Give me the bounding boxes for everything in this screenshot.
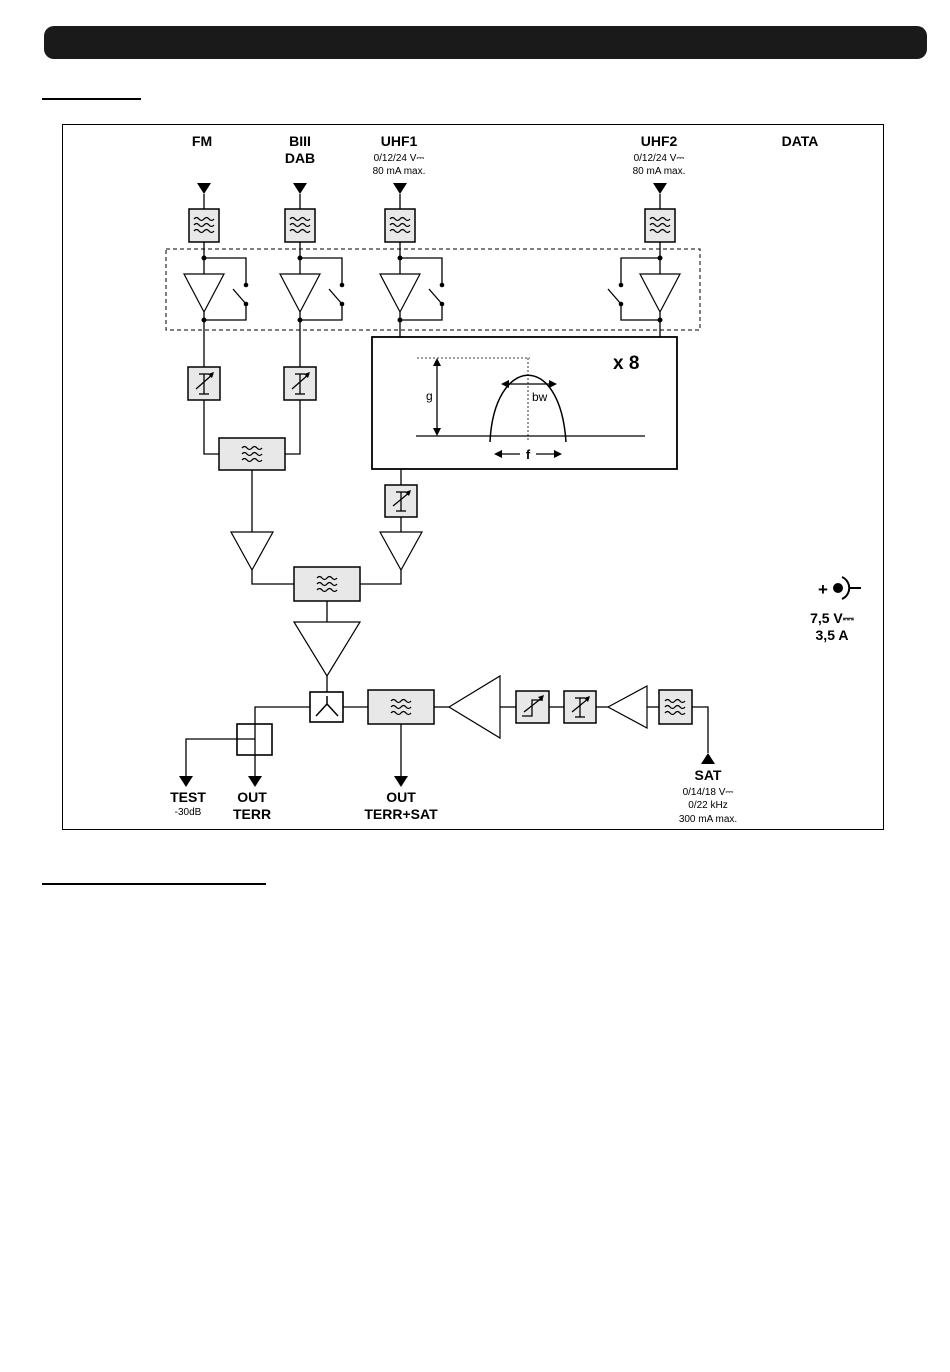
input-label-dab: DAB [285, 150, 315, 166]
preamp-biii [280, 242, 344, 367]
uhf1-current: 80 mA max. [373, 166, 426, 177]
amplifier-icon [380, 274, 420, 312]
antenna-icon [653, 183, 667, 194]
sat-attenuator [564, 691, 596, 723]
sat-input-icon [701, 753, 715, 764]
output-label-terr-sat: TERR+SAT [364, 806, 438, 822]
antenna-icon [197, 183, 211, 194]
uhf2-voltage: 0/12/24 V⎓ [634, 153, 685, 164]
terr-sat-output-icon [394, 776, 408, 787]
preamp-uhf1 [380, 242, 444, 337]
attenuator-biii [284, 367, 316, 400]
attenuator-fm [188, 367, 220, 400]
svg-text:+: + [818, 580, 828, 599]
preamp-fm [184, 242, 248, 367]
sat-label: SAT [695, 767, 722, 783]
uhf2-current: 80 mA max. [633, 166, 686, 177]
attenuator-uhf [385, 485, 417, 517]
switch-icon [329, 289, 342, 304]
programmable-filter-panel: x 8 g bw f [372, 337, 677, 469]
output-label-test: TEST [170, 789, 206, 805]
switch-icon [429, 289, 442, 304]
input-label-data: DATA [782, 133, 819, 149]
input-label-biii: BIII [289, 133, 311, 149]
input-label-uhf2: UHF2 [641, 133, 678, 149]
uhf1-voltage: 0/12/24 V⎓ [374, 153, 425, 164]
power-current: 3,5 A [816, 627, 849, 643]
switch-icon [608, 289, 621, 304]
output-amplifier [294, 622, 360, 676]
terr-output-icon [248, 776, 262, 787]
amplifier-vhf [231, 532, 273, 570]
preamp-uhf2 [608, 242, 680, 337]
test-output-icon [179, 776, 193, 787]
amplifier-icon [184, 274, 224, 312]
output-label-out-2: OUT [386, 789, 416, 805]
test-level: -30dB [175, 807, 202, 818]
input-label-fm: FM [192, 133, 212, 149]
input-label-uhf1: UHF1 [381, 133, 418, 149]
sat-current: 300 mA max. [679, 814, 737, 825]
dc-jack-icon: + [818, 577, 861, 599]
sat-slope-equalizer [516, 691, 549, 723]
amplifier-icon [640, 274, 680, 312]
frequency-label: f [526, 447, 531, 462]
output-label-terr: TERR [233, 806, 271, 822]
sat-input-amplifier [608, 686, 647, 728]
antenna-icon [293, 183, 307, 194]
antenna-icon [393, 183, 407, 194]
output-label-out: OUT [237, 789, 267, 805]
switch-icon [233, 289, 246, 304]
power-voltage: 7,5 V⎓ [810, 610, 855, 626]
gain-label: g [426, 389, 433, 403]
amplifier-icon [280, 274, 320, 312]
input-chain-biii [285, 183, 315, 242]
input-chain-fm [189, 183, 219, 242]
amplifier-uhf [380, 532, 422, 570]
input-chain-uhf1 [385, 183, 415, 242]
input-chain-uhf2 [645, 183, 675, 242]
sat-tone: 0/22 kHz [688, 800, 727, 811]
filter-multiplier: x 8 [613, 353, 639, 374]
sat-output-amplifier [449, 676, 500, 738]
bandwidth-label: bw [532, 390, 548, 404]
sat-voltage: 0/14/18 V⎓ [683, 787, 734, 798]
